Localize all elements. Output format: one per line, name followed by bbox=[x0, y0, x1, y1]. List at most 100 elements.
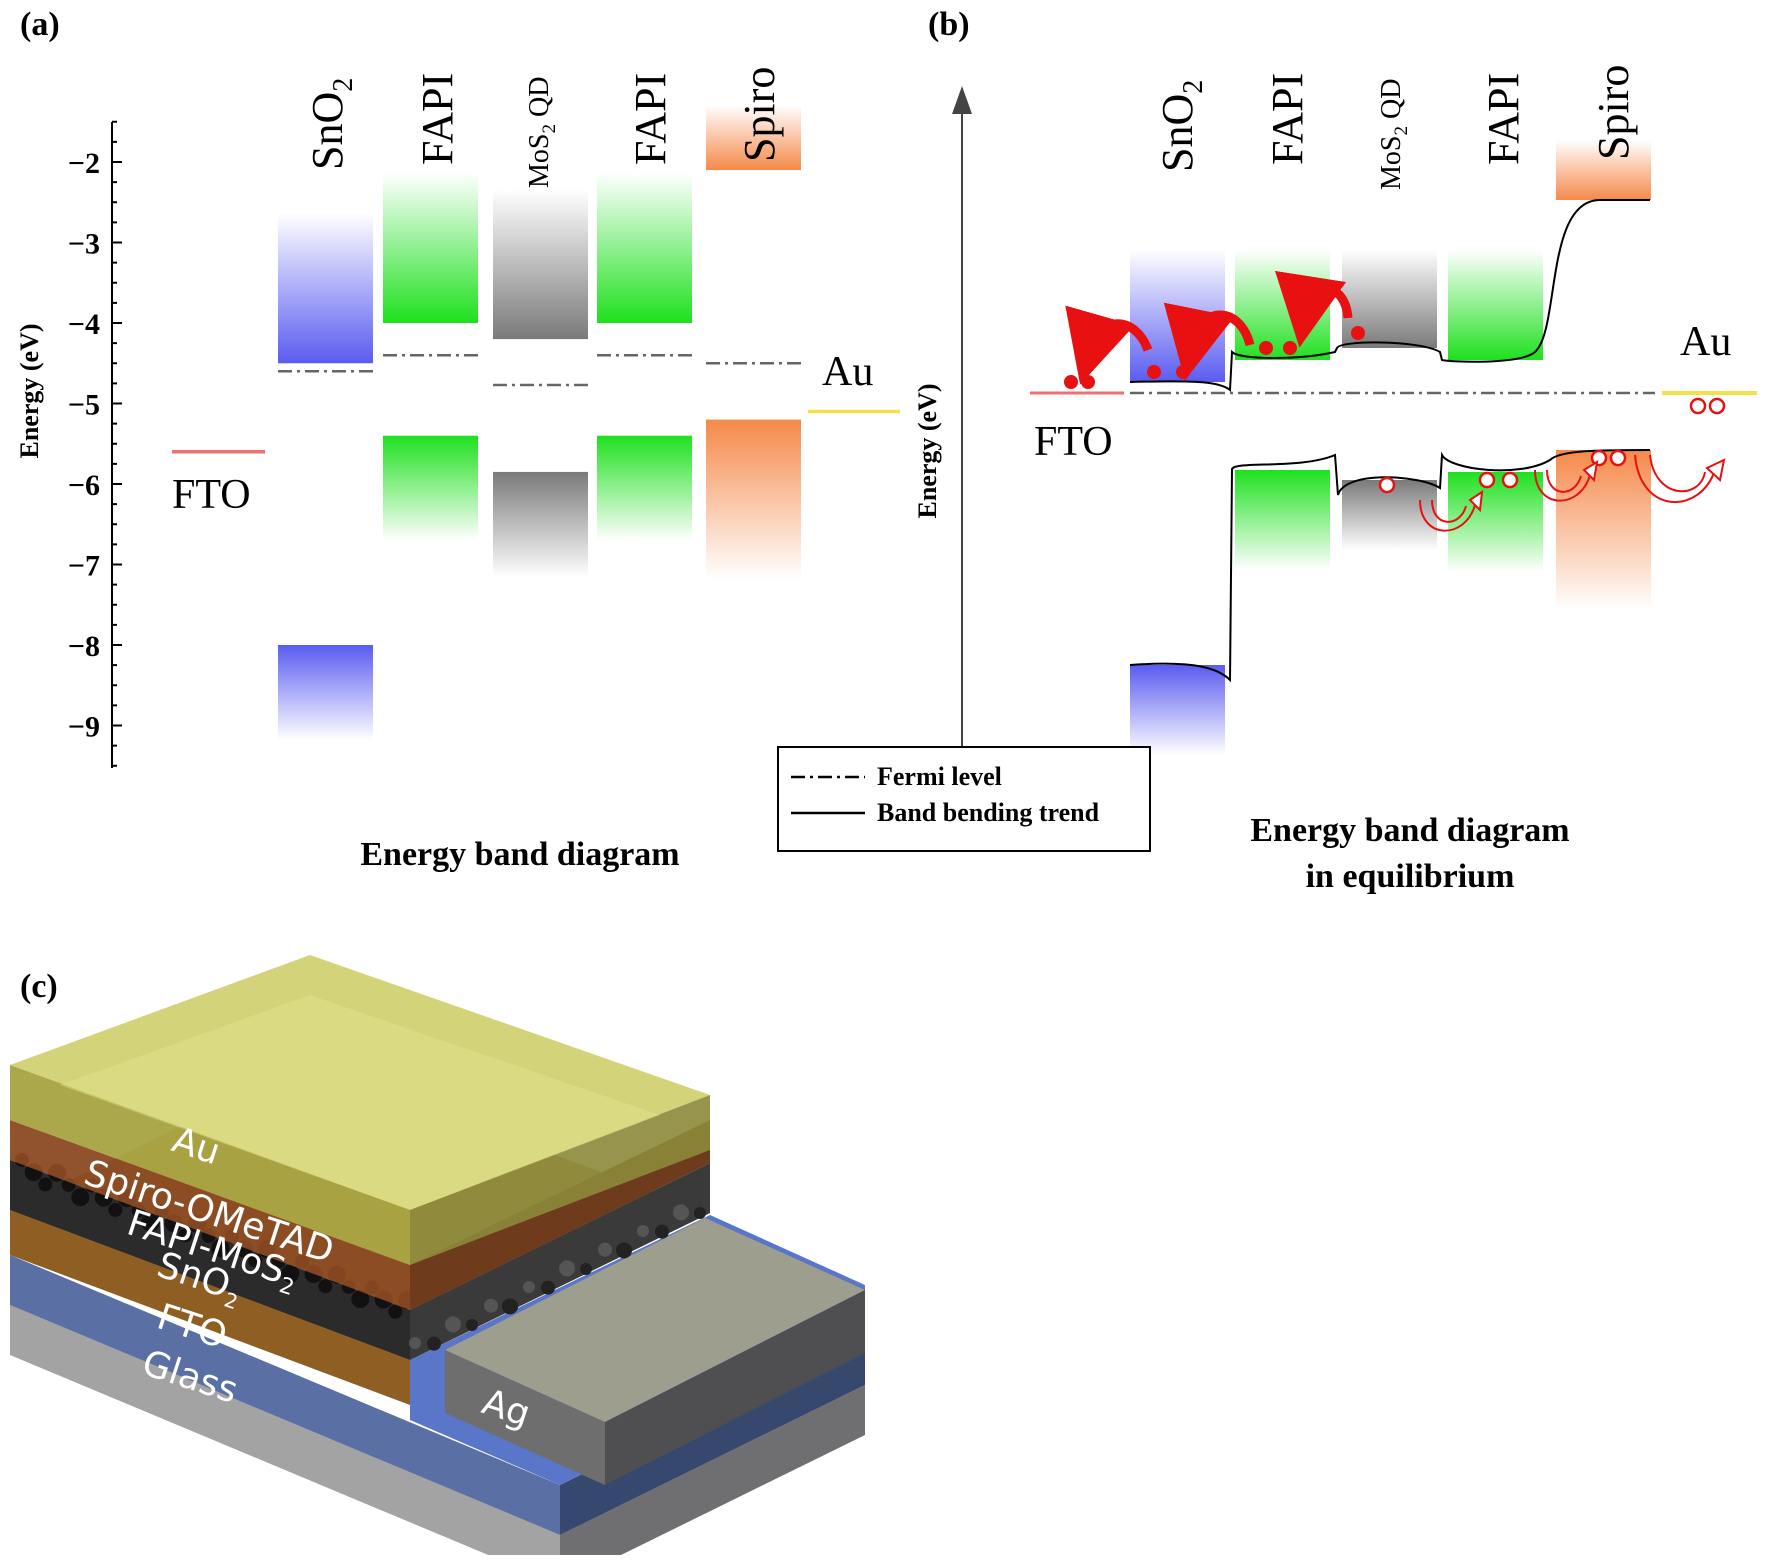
label-sno2: SnO2 bbox=[303, 78, 359, 170]
cb-block-fapi bbox=[383, 173, 478, 323]
spiro-front bbox=[10, 1120, 410, 1310]
panel-c-label: (c) bbox=[20, 968, 58, 1005]
y-axis-tick-labels: −2 −3 −4 −5 −6 −7 −8 −9 bbox=[68, 147, 100, 744]
legend-fermi-swatch bbox=[791, 775, 865, 779]
au-side bbox=[410, 1095, 710, 1265]
fto-front bbox=[10, 1255, 560, 1535]
mos2-particle bbox=[211, 1239, 230, 1258]
mos2-particle bbox=[502, 1298, 518, 1315]
cb-block-spiro bbox=[706, 105, 801, 171]
y-tick-label: −9 bbox=[68, 711, 100, 744]
b-fapi2-cb bbox=[1448, 250, 1543, 360]
y-tick-label: −3 bbox=[68, 228, 100, 261]
label-mos2: MoS2 QD bbox=[524, 77, 560, 188]
mos2-particle bbox=[523, 1281, 535, 1293]
mos2-particle bbox=[71, 1188, 90, 1207]
b-label-au: Au bbox=[1680, 319, 1731, 365]
y-tick-label: −5 bbox=[68, 389, 100, 422]
mos2-particle bbox=[541, 1280, 555, 1295]
mos2-particle bbox=[694, 1207, 706, 1219]
y-tick-label: −7 bbox=[68, 550, 100, 583]
vb-block-spiro bbox=[706, 419, 801, 580]
mos2-particle bbox=[559, 1260, 575, 1277]
mos2-particle bbox=[38, 1177, 53, 1192]
vb-block-fapi bbox=[597, 435, 692, 541]
vb-block-sno2 bbox=[278, 645, 373, 740]
mos2-particle bbox=[281, 1264, 300, 1283]
panel-b-label: (b) bbox=[928, 6, 970, 43]
b-sno2-vb bbox=[1130, 665, 1225, 755]
b-hole-transfer-arrows bbox=[1419, 454, 1726, 532]
band-blocks bbox=[172, 105, 900, 740]
vb-block-mos2-qd bbox=[493, 471, 588, 577]
cb-block-fapi bbox=[597, 173, 692, 323]
label-spiro: Spiro bbox=[735, 67, 784, 162]
y-axis-ticks bbox=[112, 120, 122, 767]
mos2-particle bbox=[388, 1304, 403, 1319]
label-fapi-2: FAPI bbox=[626, 73, 675, 165]
ag-side bbox=[605, 1290, 865, 1485]
glass-side bbox=[560, 1385, 865, 1555]
mos2-particle bbox=[466, 1319, 478, 1331]
fapi-side bbox=[410, 1163, 710, 1360]
b-label-fapi-2: FAPI bbox=[1479, 73, 1528, 165]
b-label-spiro: Spiro bbox=[1589, 65, 1638, 160]
b-spiro-vb bbox=[1556, 450, 1651, 610]
b-electron-transfer-arrows bbox=[1065, 270, 1353, 385]
legend-fermi-label: Fermi level bbox=[877, 762, 1002, 791]
mos2-particle bbox=[598, 1242, 612, 1257]
mos2-particle bbox=[409, 1337, 421, 1349]
b-label-fto: FTO bbox=[1034, 419, 1113, 465]
ag-top bbox=[445, 1218, 865, 1422]
mos2-particle bbox=[484, 1298, 498, 1313]
mos2-particle bbox=[351, 1290, 370, 1309]
b-spiro-cb bbox=[1556, 140, 1651, 200]
b-fapi1-vb bbox=[1235, 470, 1330, 570]
panel-c-device-stack: Au Spiro-OMeTAD FAPI-MoS2 SnO2 FTO Glass… bbox=[10, 955, 865, 1555]
mos2-particle bbox=[141, 1213, 160, 1232]
mos2-particle bbox=[108, 1202, 123, 1217]
mos2-particle bbox=[673, 1204, 689, 1221]
b-holes bbox=[1378, 397, 1726, 494]
au-front bbox=[10, 1065, 410, 1265]
b-vb-bending bbox=[1129, 449, 1651, 683]
mos2-particle bbox=[178, 1228, 193, 1243]
b-y-axis-arrowhead bbox=[952, 86, 972, 114]
y-tick-label: −4 bbox=[68, 308, 100, 341]
ag-front bbox=[445, 1350, 605, 1485]
label-fapi-1: FAPI bbox=[413, 73, 462, 165]
mos2-particle bbox=[580, 1263, 592, 1275]
mos2-particle bbox=[427, 1336, 441, 1351]
label-fto: FTO bbox=[172, 472, 251, 518]
legend-bending-label: Band bending trend bbox=[877, 798, 1100, 827]
panel-b-caption-line2: in equilibrium bbox=[1305, 858, 1515, 895]
mos2-particle bbox=[655, 1224, 669, 1239]
mos2-particle bbox=[248, 1253, 263, 1268]
b-label-sno2: SnO2 bbox=[1153, 80, 1209, 172]
mos2-particle bbox=[637, 1225, 649, 1237]
b-fapi2-vb bbox=[1448, 472, 1543, 572]
b-label-mos2: MoS2 QD bbox=[1376, 79, 1412, 190]
legend: Fermi level Band bending trend bbox=[777, 746, 1151, 852]
y-tick-label: −6 bbox=[68, 469, 100, 502]
panel-a-caption: Energy band diagram bbox=[360, 836, 680, 873]
mos2-particle bbox=[616, 1242, 632, 1259]
cb-block-sno2 bbox=[278, 213, 373, 364]
b-cb-bending bbox=[1129, 199, 1650, 392]
legend-bending-swatch bbox=[791, 811, 865, 815]
cb-block-mos2-qd bbox=[493, 189, 588, 340]
panel-b-chart: SnO2 FAPI MoS2 QD FAPI Spiro FTO Au bbox=[952, 65, 1757, 755]
vb-block-fapi bbox=[383, 435, 478, 541]
au-top bbox=[10, 955, 710, 1210]
y-tick-label: −8 bbox=[68, 630, 100, 663]
label-au: Au bbox=[822, 349, 873, 395]
b-label-fapi-1: FAPI bbox=[1263, 73, 1312, 165]
au-inner-highlight bbox=[60, 995, 660, 1210]
panel-a-label: (a) bbox=[20, 6, 60, 43]
panel-b-caption-line1: Energy band diagram bbox=[1250, 812, 1570, 849]
sno2-front bbox=[10, 1210, 410, 1405]
glass-front bbox=[10, 1305, 560, 1555]
y-tick-label: −2 bbox=[68, 147, 100, 180]
mos2-particle bbox=[318, 1279, 333, 1294]
mos2-particle bbox=[445, 1316, 461, 1333]
